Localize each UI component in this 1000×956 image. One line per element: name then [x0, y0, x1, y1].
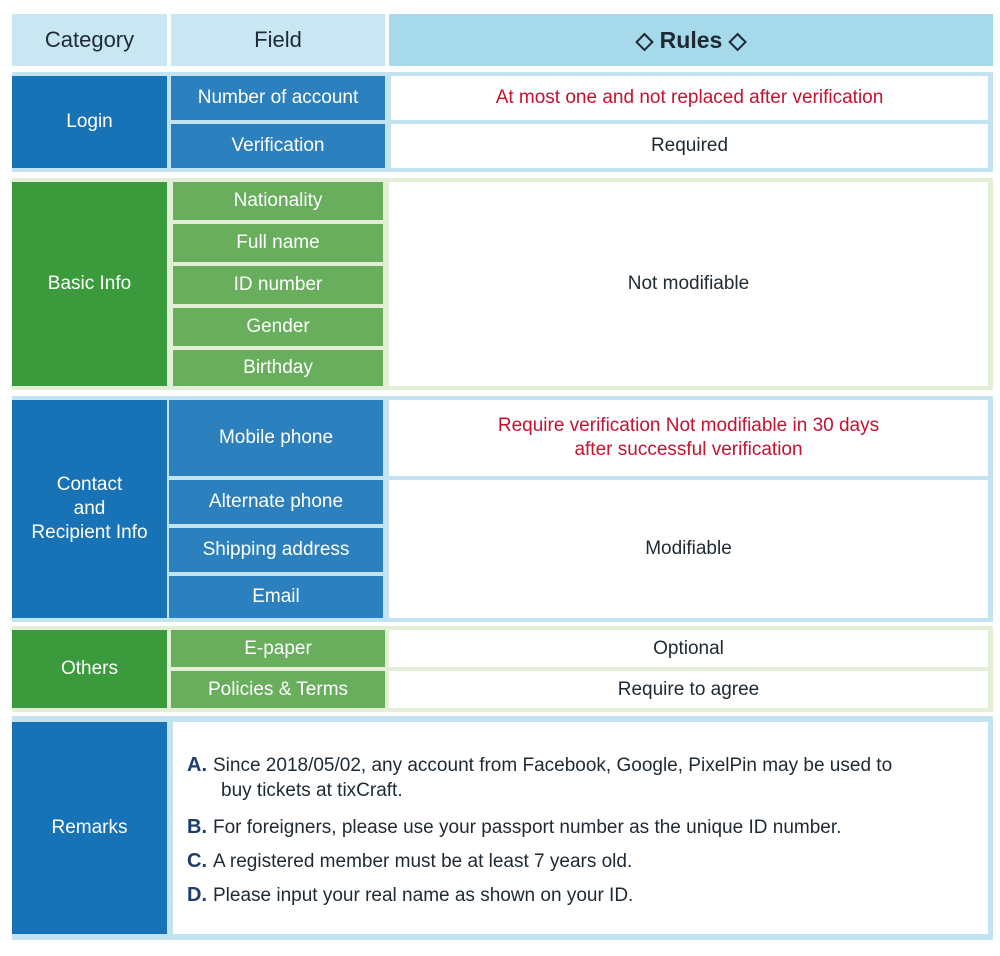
field-number-of-account: Number of account	[171, 76, 385, 120]
contact-category: Contact and Recipient Info	[12, 400, 167, 618]
remark-b: B. For foreigners, please use your passpo…	[187, 814, 841, 841]
field-gender: Gender	[173, 308, 383, 346]
remark-a: A. Since 2018/05/02, any account from Fac…	[187, 752, 892, 779]
remark-c-text: A registered member must be at least 7 y…	[213, 851, 633, 872]
field-e-paper: E-paper	[171, 630, 385, 667]
others-category: Others	[12, 630, 167, 708]
rule-verification: Required	[391, 124, 988, 168]
header-rules: ◇ Rules ◇	[389, 14, 993, 66]
contact-category-line-1: Contact	[56, 474, 123, 495]
basic-info-category: Basic Info	[12, 182, 167, 386]
field-nationality: Nationality	[173, 182, 383, 220]
rule-mobile-phone-line-2: after successful verification	[574, 439, 803, 460]
rule-number-of-account: At most one and not replaced after verif…	[391, 76, 988, 120]
remark-d: D. Please input your real name as shown o…	[187, 882, 633, 909]
field-verification: Verification	[171, 124, 385, 168]
rule-policies-terms: Require to agree	[389, 671, 988, 708]
remark-c-letter: C.	[187, 850, 207, 872]
rule-basic-info: Not modifiable	[389, 182, 988, 386]
field-id-number: ID number	[173, 266, 383, 304]
field-alternate-phone: Alternate phone	[169, 480, 383, 524]
remark-d-text: Please input your real name as shown on …	[213, 885, 634, 906]
remark-a-letter: A.	[187, 754, 207, 776]
field-full-name: Full name	[173, 224, 383, 262]
rule-contact-modifiable: Modifiable	[389, 480, 988, 618]
rule-mobile-phone-line-1: Require verification Not modifiable in 3…	[497, 415, 880, 436]
rule-e-paper: Optional	[389, 630, 988, 667]
remark-a-continuation: buy tickets at tixCraft.	[221, 780, 403, 801]
header-field: Field	[171, 14, 385, 66]
remarks-content: A. Since 2018/05/02, any account from Fac…	[173, 722, 988, 934]
remark-b-letter: B.	[187, 816, 207, 838]
field-mobile-phone: Mobile phone	[169, 400, 383, 476]
rule-mobile-phone: Require verification Not modifiable in 3…	[389, 400, 988, 476]
field-policies-terms: Policies & Terms	[171, 671, 385, 708]
remark-a-text: Since 2018/05/02, any account from Faceb…	[213, 755, 893, 776]
remark-d-letter: D.	[187, 884, 207, 906]
field-birthday: Birthday	[173, 350, 383, 386]
remark-b-text: For foreigners, please use your passport…	[213, 817, 842, 838]
contact-category-line-2: and	[73, 498, 106, 519]
field-email: Email	[169, 576, 383, 618]
remark-c: C. A registered member must be at least 7…	[187, 848, 632, 875]
header-category: Category	[12, 14, 167, 66]
field-shipping-address: Shipping address	[169, 528, 383, 572]
contact-category-line-3: Recipient Info	[31, 522, 148, 543]
remarks-category: Remarks	[12, 722, 167, 934]
login-category: Login	[12, 76, 167, 168]
